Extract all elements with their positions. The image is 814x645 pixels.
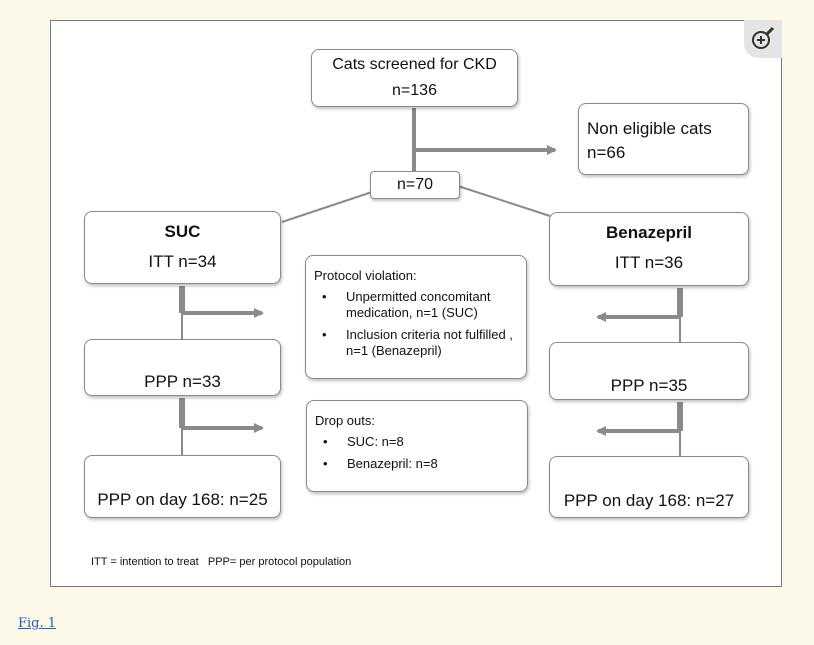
list-item: Benazepril: n=8 <box>315 456 519 472</box>
screened-count: n=136 <box>392 82 437 99</box>
box-ben-ppp: PPP n=35 <box>549 342 749 400</box>
randomized-count: n=70 <box>396 176 434 193</box>
box-benazepril: Benazepril ITT n=36 <box>549 212 749 286</box>
non-eligible-count: n=66 <box>587 143 626 162</box>
benazepril-itt: ITT n=36 <box>614 253 684 272</box>
zoom-in-icon <box>752 27 775 49</box>
box-non-eligible: Non eligible cats n=66 <box>578 103 749 175</box>
box-drop-outs: Drop outs: SUC: n=8 Benazepril: n=8 <box>306 400 528 492</box>
box-ben-final: PPP on day 168: n=27 <box>549 456 749 518</box>
box-suc-final: PPP on day 168: n=25 <box>84 455 281 518</box>
list-item: Inclusion criteria not fulfilled , n=1 (… <box>314 327 518 359</box>
suc-final: PPP on day 168: n=25 <box>97 490 268 509</box>
suc-title: SUC <box>164 222 201 241</box>
benazepril-title: Benazepril <box>606 223 692 242</box>
ben-final: PPP on day 168: n=27 <box>563 491 735 510</box>
drop-outs-title: Drop outs: <box>315 413 375 428</box>
suc-itt: ITT n=34 <box>148 252 217 271</box>
box-randomized: n=70 <box>370 171 460 199</box>
box-suc: SUC ITT n=34 <box>84 211 281 284</box>
list-item: SUC: n=8 <box>315 434 519 450</box>
connector-to-suc <box>281 191 373 223</box>
legend: ITT = intention to treat PPP= per protoc… <box>91 556 352 568</box>
drop-outs-list: SUC: n=8 Benazepril: n=8 <box>315 434 519 472</box>
connector-to-benazepril <box>457 185 551 217</box>
figure-link[interactable]: Fig. 1 <box>18 616 57 631</box>
non-eligible-title: Non eligible cats <box>587 119 712 138</box>
ben-ppp: PPP n=35 <box>610 376 688 395</box>
screened-title: Cats screened for CKD <box>332 56 497 73</box>
suc-ppp: PPP n=33 <box>144 372 221 391</box>
list-item: Unpermitted concomitant medication, n=1 … <box>314 289 518 321</box>
protocol-violation-list: Unpermitted concomitant medication, n=1 … <box>314 289 518 359</box>
zoom-button[interactable] <box>744 20 782 58</box>
box-screened: Cats screened for CKD n=136 <box>311 49 518 107</box>
box-protocol-violation: Protocol violation: Unpermitted concomit… <box>305 255 527 379</box>
box-suc-ppp: PPP n=33 <box>84 339 281 396</box>
protocol-violation-title: Protocol violation: <box>314 268 417 283</box>
